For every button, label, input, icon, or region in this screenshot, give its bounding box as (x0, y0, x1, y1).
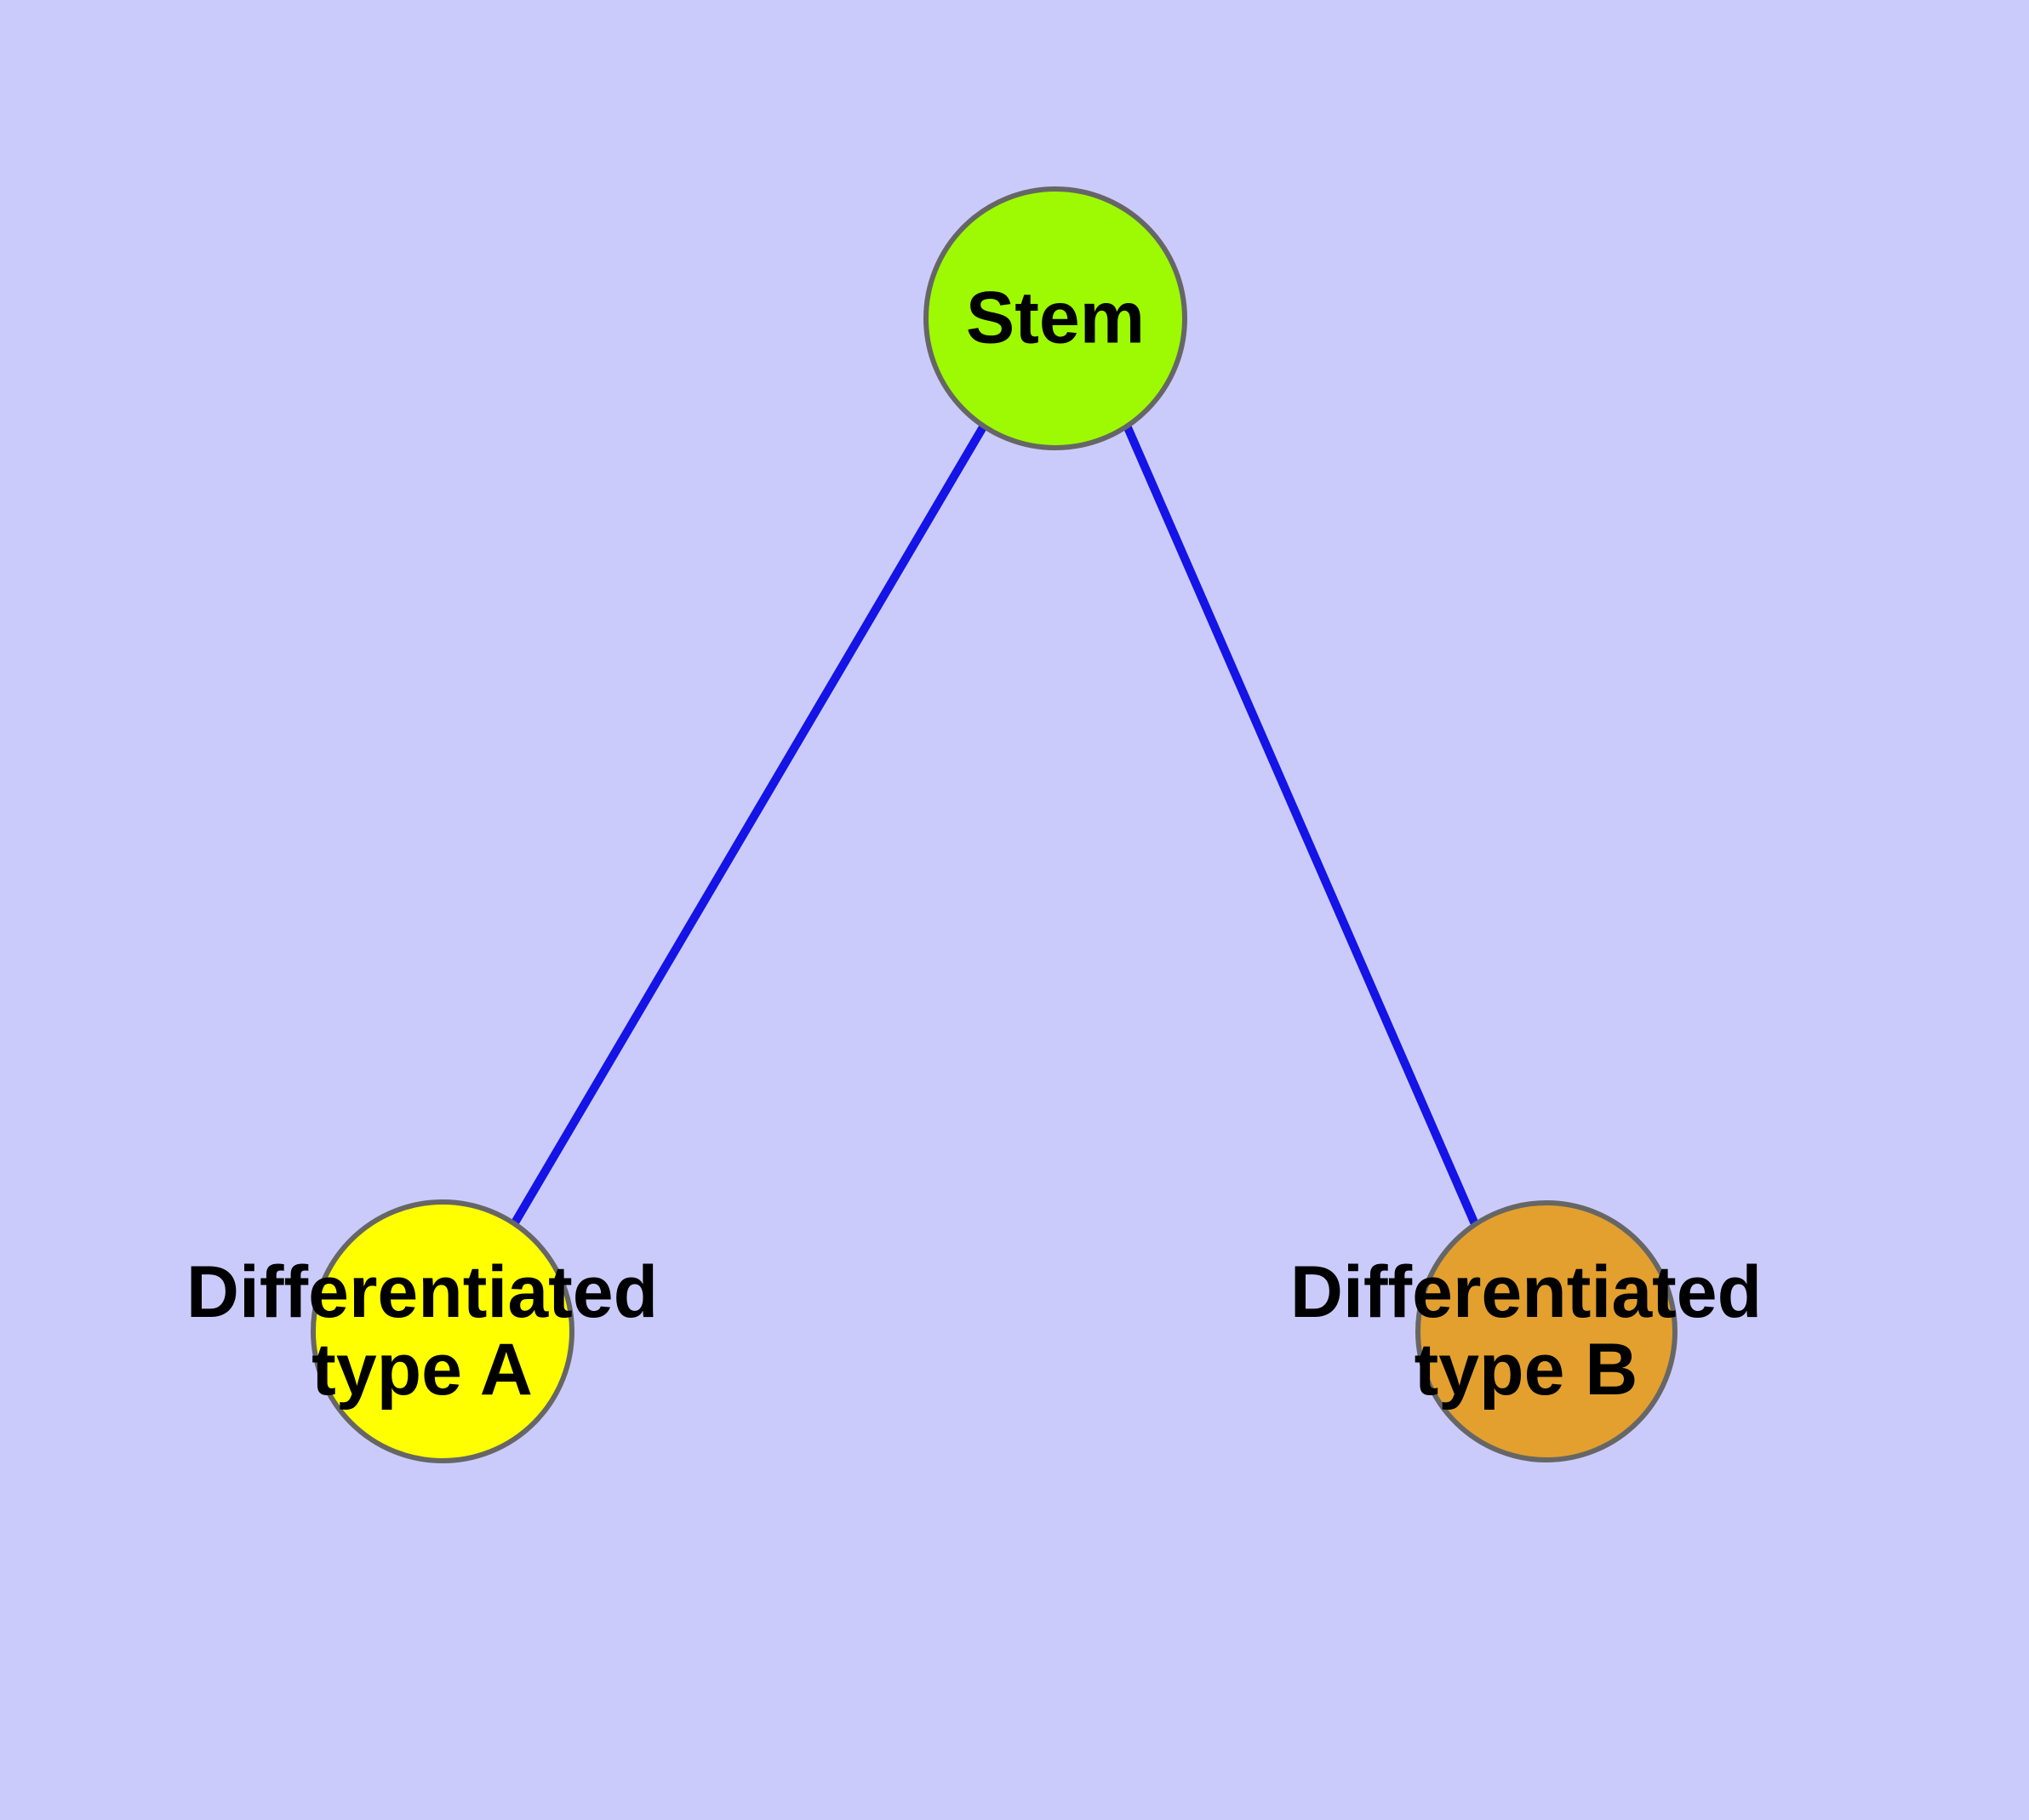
edge-stem-to-diff-b[interactable] (1123, 424, 1479, 1226)
node-differentiated-type-a[interactable] (311, 1199, 574, 1463)
node-differentiated-type-b[interactable] (1415, 1200, 1677, 1462)
edge-stem-to-diff-a[interactable] (510, 423, 988, 1227)
node-stem[interactable] (923, 186, 1187, 450)
node-group (311, 186, 1677, 1463)
edge-group (510, 423, 1479, 1227)
